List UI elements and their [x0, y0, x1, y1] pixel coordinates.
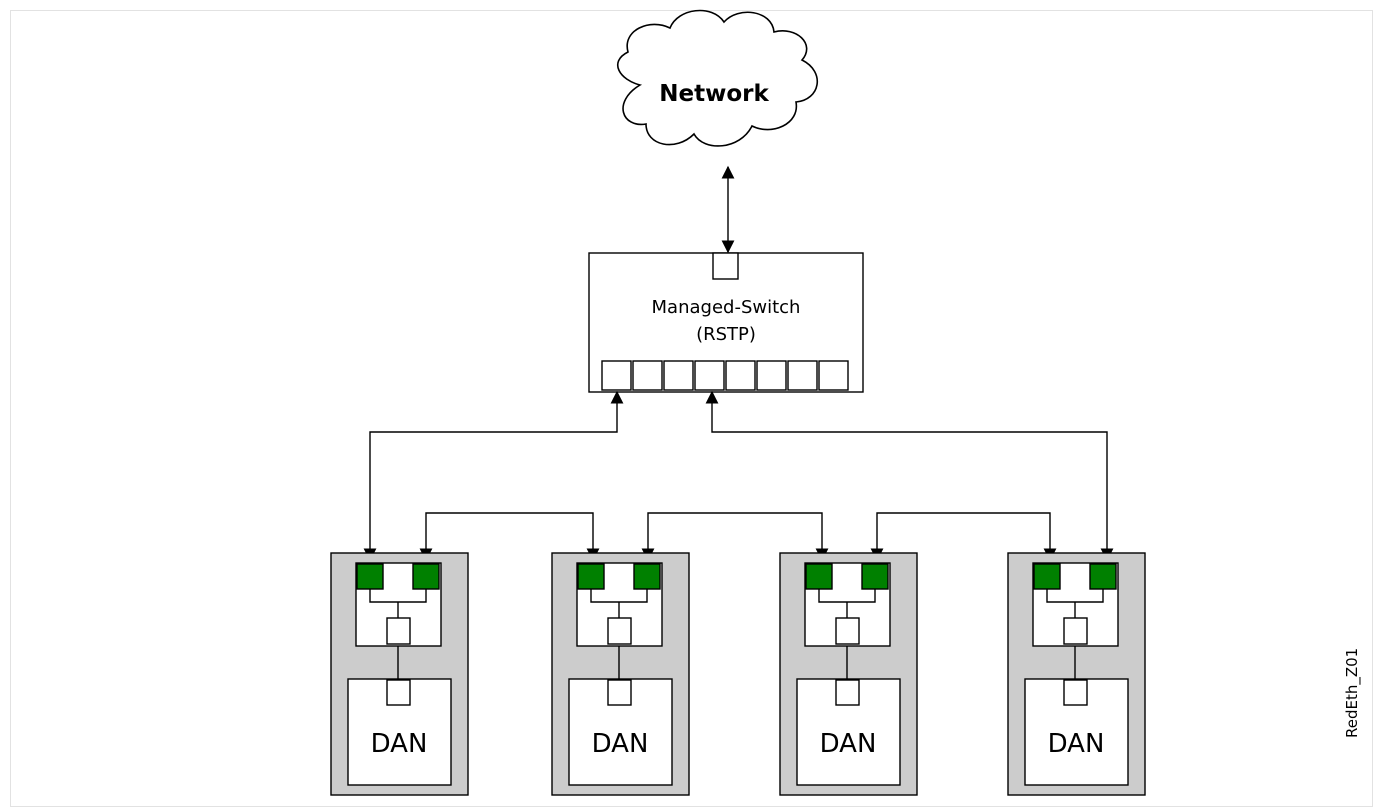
link-device-3-to-device-4 [870, 512, 1057, 562]
switch-port-1 [601, 360, 632, 391]
network-cloud: Network [616, 9, 819, 147]
port-a [1033, 563, 1061, 590]
module-inner-port [607, 617, 632, 645]
device-row: DAN DAN DAN DAN [330, 552, 1146, 796]
dan-device-4: DAN [1007, 552, 1146, 796]
port-a [805, 563, 833, 590]
dan-device-2: DAN [551, 552, 690, 796]
figure-id-label: RedEth_Z01 [1343, 648, 1362, 738]
dan-device-1: DAN [330, 552, 469, 796]
connections [363, 390, 1114, 562]
module-inner-port [1063, 617, 1088, 645]
switch-label-line1: Managed-Switch [652, 297, 801, 318]
dan-label: DAN [371, 729, 428, 759]
dan-label: DAN [592, 729, 649, 759]
port-a [356, 563, 384, 590]
module-inner-port [386, 617, 411, 645]
switch-port-3 [663, 360, 694, 391]
link-switch-to-device-1 [363, 390, 624, 562]
dan-port [607, 679, 632, 706]
port-b [861, 563, 889, 590]
port-b [633, 563, 661, 590]
switch-port-2 [632, 360, 663, 391]
switch-port-5 [725, 360, 756, 391]
port-b [412, 563, 440, 590]
module-inner-port [835, 617, 860, 645]
switch-port-8 [818, 360, 849, 391]
switch-port-7 [787, 360, 818, 391]
cloud-shape [616, 9, 819, 147]
link-device-1-to-device-2 [419, 512, 600, 562]
managed-switch: Managed-Switch (RSTP) [588, 252, 864, 393]
dan-label: DAN [820, 729, 877, 759]
switch-port-6 [756, 360, 787, 391]
port-a [577, 563, 605, 590]
link-device-2-to-device-3 [641, 512, 829, 562]
dan-label: DAN [1048, 729, 1105, 759]
switch-uplink-port [712, 252, 739, 280]
switch-port-row [601, 360, 849, 391]
link-switch-to-device-4 [705, 390, 1114, 562]
dan-device-3: DAN [779, 552, 918, 796]
dan-port [835, 679, 860, 706]
port-b [1089, 563, 1117, 590]
switch-port-4 [694, 360, 725, 391]
diagram-frame [10, 10, 1373, 807]
switch-label-line2: (RSTP) [696, 324, 756, 345]
network-label: Network [659, 81, 769, 107]
dan-port [1063, 679, 1088, 706]
dan-port [386, 679, 411, 706]
